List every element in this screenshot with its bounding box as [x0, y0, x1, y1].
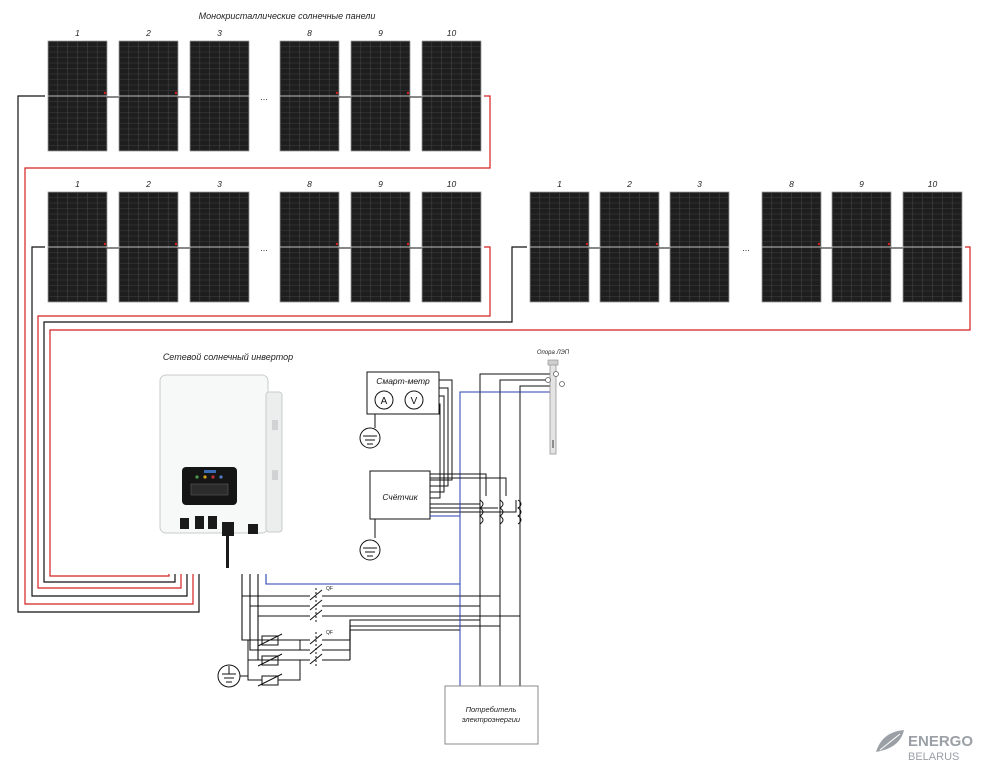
- panel-number: 3: [697, 179, 702, 189]
- logo-line1: ENERGO: [908, 733, 973, 750]
- surge-protection: [217, 633, 310, 688]
- panel-string-3: 1 2 3 8 9 10...: [529, 179, 963, 303]
- positive-terminal: [406, 242, 410, 246]
- breaker-qf2: QF: [309, 630, 333, 668]
- solar-panel: [189, 40, 250, 152]
- positive-terminal: [887, 242, 891, 246]
- grid-wiring: [430, 373, 550, 686]
- panel-number: 1: [75, 179, 80, 189]
- solar-panel: [118, 40, 179, 152]
- solar-panel: [47, 40, 108, 152]
- ground-icon: [359, 539, 381, 561]
- ground-icon: [359, 427, 381, 449]
- positive-terminal: [655, 242, 659, 246]
- string-ellipsis: ...: [742, 243, 750, 253]
- counter-label: Счётчик: [382, 492, 418, 502]
- panels-title: Монокристаллические солнечные панели: [199, 11, 376, 21]
- solar-panel: [529, 191, 590, 303]
- logo-line2: BELARUS: [908, 751, 959, 763]
- solar-panel: [350, 40, 411, 152]
- panel-number: 3: [217, 28, 222, 38]
- ammeter-label: A: [381, 396, 388, 407]
- inverter-label: Сетевой солнечный инвертор: [163, 352, 293, 362]
- breaker-qf2-label: QF: [326, 630, 333, 636]
- positive-terminal: [103, 242, 107, 246]
- pole-label: Опора ЛЭП: [537, 350, 570, 356]
- energo-belarus-logo: ENERGO BELARUS: [876, 730, 973, 763]
- consumer-label-line2: электроэнергии: [462, 715, 521, 724]
- leaf-logo-icon: [876, 730, 904, 752]
- panel-number: 9: [378, 28, 383, 38]
- positive-terminal: [585, 242, 589, 246]
- ground-icon: [217, 664, 241, 688]
- positive-terminal: [174, 242, 178, 246]
- panel-number: 10: [447, 179, 457, 189]
- electricity-counter: Счётчик: [359, 470, 431, 561]
- voltmeter-label: V: [411, 396, 418, 407]
- string-ellipsis: ...: [260, 92, 268, 102]
- solar-panel: [279, 191, 340, 303]
- positive-terminal: [817, 242, 821, 246]
- smart-meter: Смарт-метр A V: [359, 371, 440, 449]
- solar-panel: [599, 191, 660, 303]
- solar-panel: [118, 191, 179, 303]
- positive-terminal: [103, 91, 107, 95]
- solar-panel: [421, 191, 482, 303]
- breaker-qf1-label: QF: [326, 586, 333, 592]
- solar-panel: [421, 40, 482, 152]
- panel-number: 2: [145, 28, 151, 38]
- solar-panel: [47, 191, 108, 303]
- solar-panel: [761, 191, 822, 303]
- panel-number: 10: [447, 28, 457, 38]
- panel-number: 3: [217, 179, 222, 189]
- solar-panel: [189, 191, 250, 303]
- panel-number: 1: [75, 28, 80, 38]
- panel-number: 1: [557, 179, 562, 189]
- solar-panel: [669, 191, 730, 303]
- positive-terminal: [174, 91, 178, 95]
- panel-string-1: 1 2 3 8 9 10...: [47, 28, 482, 152]
- solar-panel: [350, 191, 411, 303]
- panel-number: 8: [307, 179, 312, 189]
- dc-wiring: [17, 95, 971, 613]
- panel-number: 9: [859, 179, 864, 189]
- energy-consumer: Потребитель электроэнергии: [444, 685, 539, 745]
- ac-wiring: [241, 574, 520, 661]
- string-ellipsis: ...: [260, 243, 268, 253]
- panel-arrays: 1 2 3 8 9 10... 1 2 3 8 9 10... 1 2 3 8 9 10...: [47, 28, 963, 303]
- panel-number: 8: [789, 179, 794, 189]
- panel-number: 8: [307, 28, 312, 38]
- solar-panel: [902, 191, 963, 303]
- panel-number: 9: [378, 179, 383, 189]
- power-pole: Опора ЛЭП: [537, 350, 570, 455]
- positive-terminal: [406, 91, 410, 95]
- positive-terminal: [335, 91, 339, 95]
- solar-panel: [831, 191, 892, 303]
- panel-number: 2: [145, 179, 151, 189]
- panel-number: 10: [928, 179, 938, 189]
- solar-panel: [279, 40, 340, 152]
- grid-solar-inverter: Сетевой солнечный инвертор: [159, 352, 293, 568]
- panel-string-2: 1 2 3 8 9 10...: [47, 179, 482, 303]
- positive-terminal: [335, 242, 339, 246]
- panel-number: 2: [626, 179, 632, 189]
- breaker-qf1: QF: [309, 586, 333, 622]
- smart-meter-label: Смарт-метр: [376, 376, 430, 386]
- consumer-label-line1: Потребитель: [466, 705, 517, 714]
